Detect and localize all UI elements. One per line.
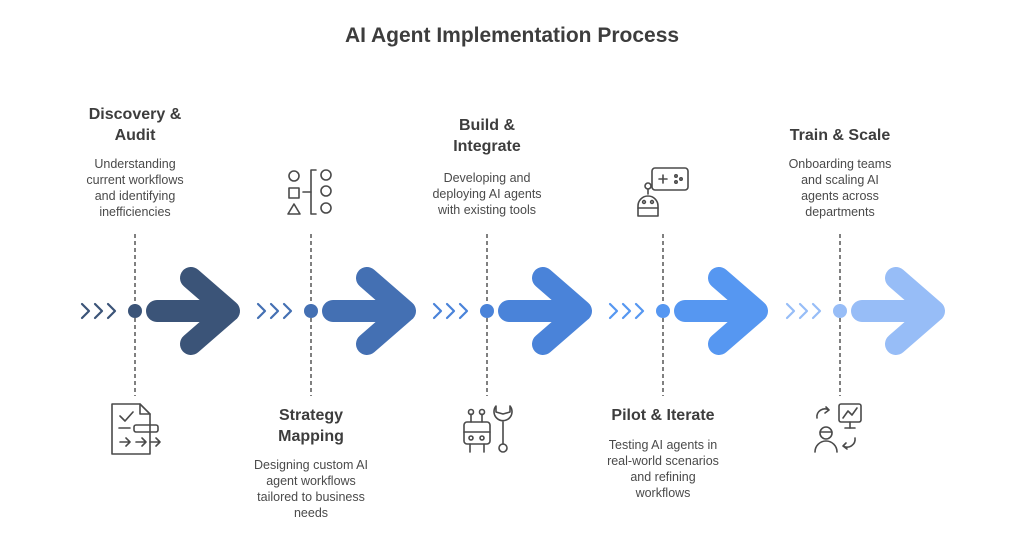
stage-node-dot — [656, 304, 670, 318]
stage-description-line: inefficiencies — [99, 205, 171, 219]
stage-title: Discovery & Audit — [60, 104, 210, 146]
checklist-icon — [111, 403, 161, 455]
chevron-icon — [80, 302, 91, 320]
chevron-icon — [634, 302, 645, 320]
stage-title-line: Train & Scale — [789, 127, 891, 144]
stage-description-line: departments — [805, 205, 875, 219]
stage-description-line: agents across — [801, 189, 879, 203]
stage-description-line: agent workflows — [266, 474, 356, 488]
chevron-icon — [282, 302, 293, 320]
chevron-icon — [811, 302, 822, 320]
diagram-title: AI Agent Implementation Process — [344, 24, 680, 47]
stage-2 — [256, 169, 416, 396]
stage-description-line: and identifying — [94, 189, 176, 203]
stage-arrow — [146, 267, 240, 355]
stage-description-line: workflows — [635, 486, 691, 500]
stage-description-line: tailored to business — [257, 490, 365, 504]
stage-title: Pilot & Iterate — [588, 405, 738, 426]
shapes-mapping-icon — [287, 169, 332, 215]
stage-description-line: Developing and — [443, 171, 531, 185]
stage-title-line: Strategy — [278, 407, 344, 424]
stage-arrow — [322, 267, 416, 355]
stage-description: Understanding current workflows and identi… — [60, 156, 210, 220]
stage-arrow — [498, 267, 592, 355]
stage-description-line: and refining — [630, 470, 696, 484]
stage-description: Testing AI agents in real-world scenarios… — [588, 437, 738, 501]
stage-arrow — [674, 267, 768, 355]
stage-arrow — [851, 267, 945, 355]
chevron-icon — [798, 302, 809, 320]
stage-description-line: and scaling AI — [801, 173, 879, 187]
chevron-icon — [93, 302, 104, 320]
stage-title-line: Audit — [114, 127, 156, 144]
chevron-icon — [785, 302, 796, 320]
stage-title-line: Build & — [459, 117, 515, 134]
stage-description-line: with existing tools — [438, 203, 536, 217]
chevron-icon — [445, 302, 456, 320]
stage-description-line: current workflows — [86, 173, 184, 187]
chevron-icon — [608, 302, 619, 320]
stage-title: Train & Scale — [765, 125, 915, 146]
stage-description: Developing and deploying AI agents with ex… — [412, 170, 562, 218]
user-chart-icon — [814, 403, 862, 453]
stage-node-dot — [480, 304, 494, 318]
stage-description-line: needs — [293, 506, 329, 520]
stage-description-line: real-world scenarios — [607, 454, 719, 468]
chevron-icon — [458, 302, 469, 320]
robot-wrench-icon — [463, 405, 513, 453]
chevron-icon — [106, 302, 117, 320]
stage-title-line: Discovery & — [88, 106, 182, 123]
chevron-icon — [256, 302, 267, 320]
stage-node-dot — [128, 304, 142, 318]
stage-description-line: Understanding — [94, 157, 176, 171]
chevron-icon — [432, 302, 443, 320]
stage-4 — [608, 167, 768, 396]
stage-3 — [432, 234, 592, 453]
stage-description: Designing custom AI agent workflows tailor… — [236, 457, 386, 521]
stage-5 — [785, 234, 945, 453]
stage-title: Build & Integrate — [412, 115, 562, 157]
stage-node-dot — [833, 304, 847, 318]
stage-node-dot — [304, 304, 318, 318]
stage-description: Onboarding teams and scaling AI agents acr… — [765, 156, 915, 220]
stage-1 — [80, 234, 240, 455]
chevron-icon — [269, 302, 280, 320]
stage-title-line: Integrate — [453, 138, 521, 155]
stage-title-line: Pilot & Iterate — [611, 407, 715, 424]
stage-description-line: Testing AI agents in — [608, 438, 718, 452]
stage-description-line: Onboarding teams — [788, 157, 892, 171]
stage-title-line: Mapping — [278, 428, 344, 445]
robot-controller-icon — [637, 167, 689, 217]
stage-description-line: deploying AI agents — [432, 187, 542, 201]
stage-description-line: Designing custom AI — [254, 458, 368, 472]
chevron-icon — [621, 302, 632, 320]
